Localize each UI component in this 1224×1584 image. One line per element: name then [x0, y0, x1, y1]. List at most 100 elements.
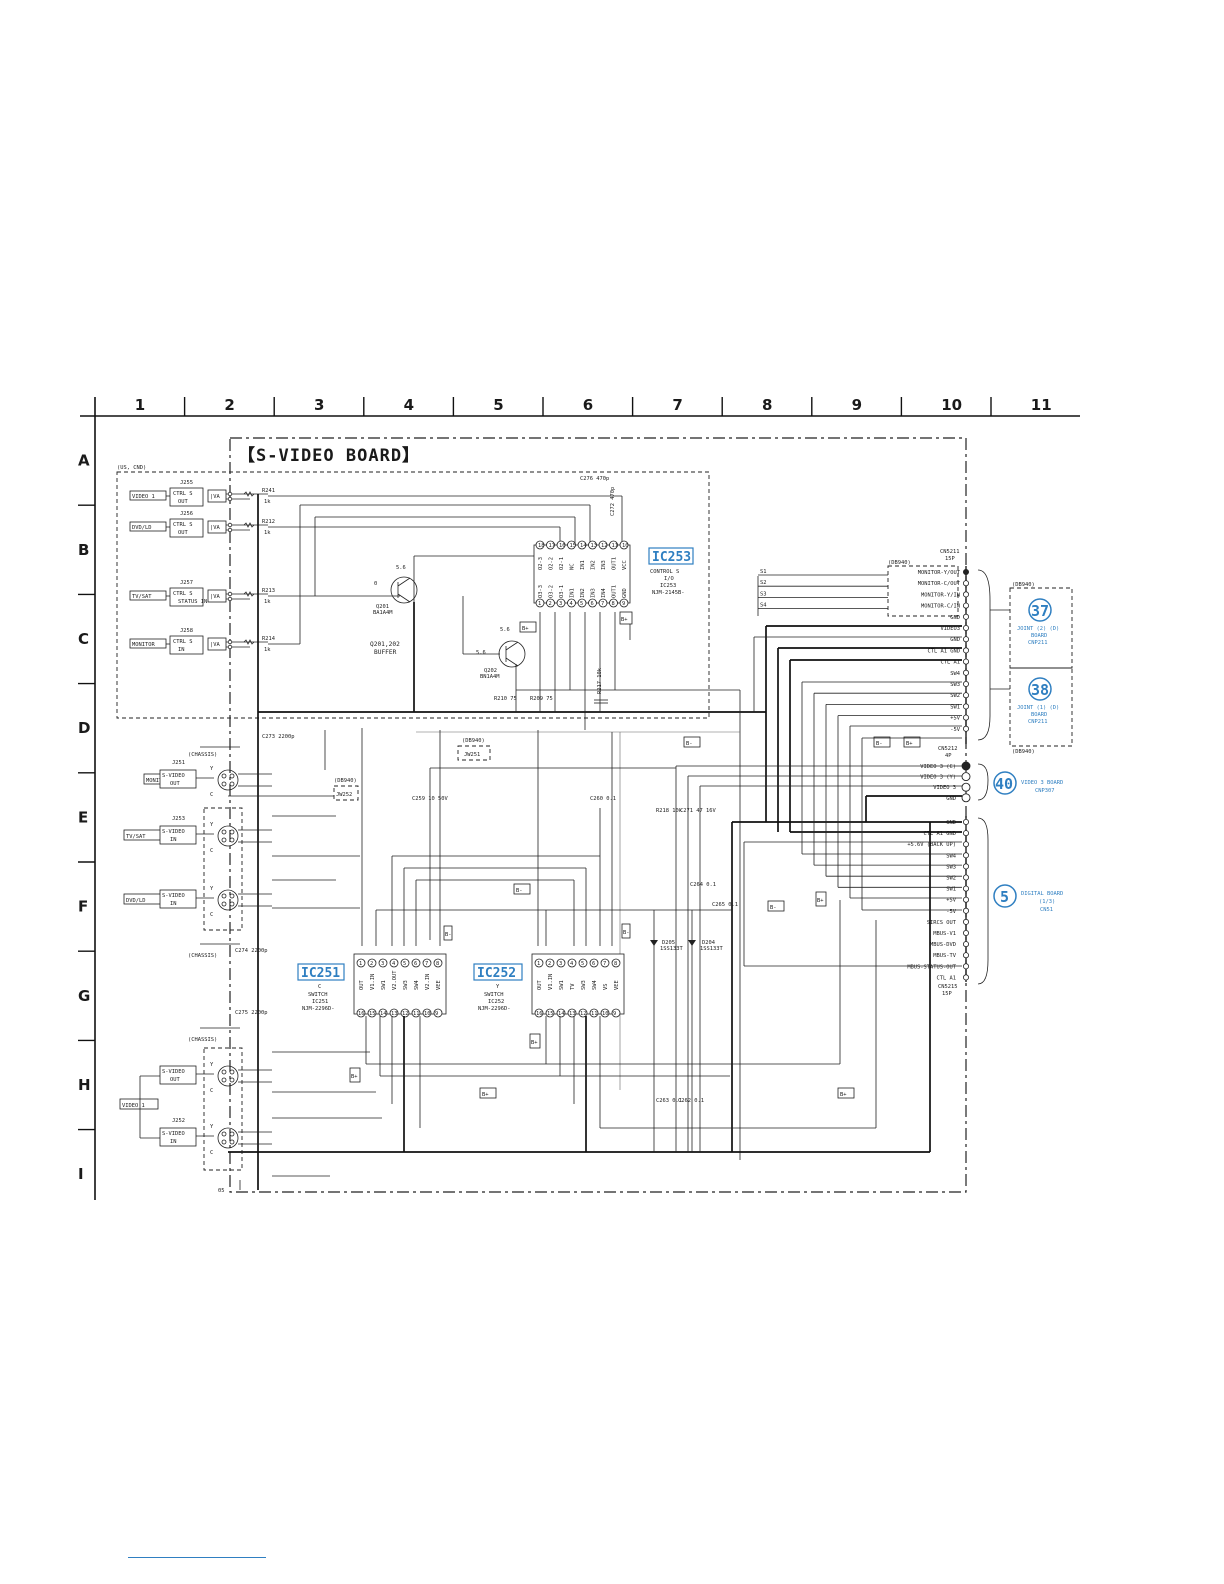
ctrl-jack-res: R241: [262, 488, 275, 494]
ctrl-jack-resv: 1k: [264, 499, 271, 505]
svg-text:4: 4: [570, 601, 573, 607]
svg-text:D205: D205: [662, 940, 675, 946]
row-letter-D: D: [78, 719, 90, 737]
svg-text:Y: Y: [210, 1124, 214, 1130]
svg-text:R218 10k: R218 10k: [656, 808, 683, 814]
svg-text:3: 3: [559, 601, 562, 607]
svg-text:OUT: OUT: [170, 781, 180, 787]
ic251-top-pin: OUT: [359, 980, 365, 990]
ic253-bot-pin: O3-3: [538, 585, 544, 598]
cn5212-signal: VIDEO 3 (C): [920, 764, 956, 770]
ic253-bot-pin: O3-2: [549, 585, 555, 598]
ctrl-jack-resv: 1k: [264, 599, 271, 605]
svg-text:B-: B-: [876, 741, 883, 747]
cn5215-signal: GND: [946, 820, 956, 826]
q201-ref: Q201: [376, 604, 389, 610]
svg-text:4: 4: [570, 961, 573, 967]
svg-text:Y: Y: [210, 886, 214, 892]
cn5215-signal: MBUS-V1: [933, 931, 956, 937]
col-num-11: 11: [1031, 396, 1052, 414]
ic253-top-pin: NC: [570, 564, 576, 571]
svg-text:OUT: OUT: [170, 1077, 180, 1083]
buffer-label: Q201,202: [370, 641, 400, 648]
ic252-top-pin: V1.IN: [548, 974, 554, 990]
svg-text:C273 2200p: C273 2200p: [262, 734, 294, 740]
svg-text:3: 3: [559, 961, 562, 967]
ic253-bot-pin: IN1: [570, 588, 576, 598]
svg-text:2: 2: [549, 601, 552, 607]
cn5215-signal: SW1: [946, 887, 956, 893]
ctrl-jack-label: DVD/LD: [132, 525, 151, 531]
svg-text:8: 8: [614, 961, 617, 967]
svg-text:37: 37: [1031, 602, 1049, 620]
svg-text:7: 7: [601, 601, 604, 607]
svg-text:Y: Y: [496, 984, 500, 990]
svg-text:JW252: JW252: [336, 792, 352, 798]
cap-c276: C276 470p: [580, 476, 609, 482]
svg-text:1SS133T: 1SS133T: [700, 946, 723, 952]
ic253-top-pin: IN1: [580, 560, 586, 570]
ctrl-jack-resv: 1k: [264, 530, 271, 536]
svg-text:C265 0.1: C265 0.1: [712, 902, 738, 908]
svg-text:BOARD: BOARD: [1031, 712, 1047, 718]
ic253-desc4: NJM-2145B-: [652, 590, 684, 596]
svg-text:10: 10: [424, 1011, 431, 1017]
s-video-jack-ref: J253: [172, 816, 185, 822]
cn5212-signal: VIDEO 3: [933, 785, 956, 791]
cn5215-signal: SW4: [946, 853, 956, 859]
svg-text:18: 18: [538, 543, 545, 549]
svg-text:14: 14: [558, 1011, 565, 1017]
board-40-bubble: 40 VIDEO 3 BOARD CNP307: [993, 771, 1063, 795]
svg-text:16: 16: [559, 543, 566, 549]
board-5-bubble: 5 DIGITAL BOARD (1/3) CN51: [993, 884, 1063, 913]
svg-text:5: 5: [1000, 888, 1009, 906]
svg-text:8: 8: [436, 961, 439, 967]
s-line-label: S3: [760, 591, 767, 597]
svg-text:S-VIDEO: S-VIDEO: [162, 1131, 185, 1137]
svg-text:B-: B-: [686, 741, 693, 747]
col-num-4: 4: [404, 396, 414, 414]
svg-text:CN5212: CN5212: [938, 746, 957, 752]
svg-text:11: 11: [413, 1011, 420, 1017]
cn5212-signal: GND: [946, 796, 956, 802]
cn5211-signal: MONITOR-Y/IN: [921, 592, 960, 598]
row-letter-C: C: [78, 630, 89, 648]
svg-text:S-VIDEO: S-VIDEO: [162, 1069, 185, 1075]
ctrl-jack-box1: CTRL S: [173, 522, 192, 528]
cn5211-signal: SW4: [950, 671, 960, 677]
ctrl-jack-res: R213: [262, 588, 275, 594]
q202-type: BN1A4M: [480, 674, 500, 680]
svg-text:CNP307: CNP307: [1035, 788, 1054, 794]
ctrl-jack-res: R212: [262, 519, 275, 525]
svg-text:|VA: |VA: [210, 525, 220, 531]
cn5211-signal: SW1: [950, 704, 960, 710]
svg-text:5.6: 5.6: [500, 627, 510, 633]
ic253-top-pin: O2-2: [549, 557, 555, 570]
svg-text:(DB940): (DB940): [462, 738, 485, 744]
s-video-jack-label: TV/SAT: [126, 834, 146, 840]
cn5211-signal: SW2: [950, 693, 960, 699]
cn5211-signal: CTL A1 GND: [928, 648, 960, 654]
ctrl-jack-label: MONITOR: [132, 642, 155, 648]
svg-text:Y: Y: [210, 822, 214, 828]
svg-text:BOARD: BOARD: [1031, 633, 1047, 639]
s-video-jack-ref: J252: [172, 1118, 185, 1124]
ic253-desc3: IC253: [660, 583, 676, 589]
s-video-jack-label: MONITOR: [146, 778, 169, 784]
ic252-top-pin: SW4: [592, 980, 598, 990]
s-video-jack-label: DVD/LD: [126, 898, 145, 904]
svg-text:15P: 15P: [942, 991, 952, 997]
ctrl-jack-resv: 1k: [264, 647, 271, 653]
cn5211-ref: CN5211: [940, 549, 959, 555]
svg-text:1SS133T: 1SS133T: [660, 946, 683, 952]
ic251-top-pin: V1.IN: [370, 974, 376, 990]
ic253-name: IC253: [652, 550, 691, 565]
svg-text:S-VIDEO: S-VIDEO: [162, 829, 185, 835]
svg-text:13: 13: [591, 543, 598, 549]
